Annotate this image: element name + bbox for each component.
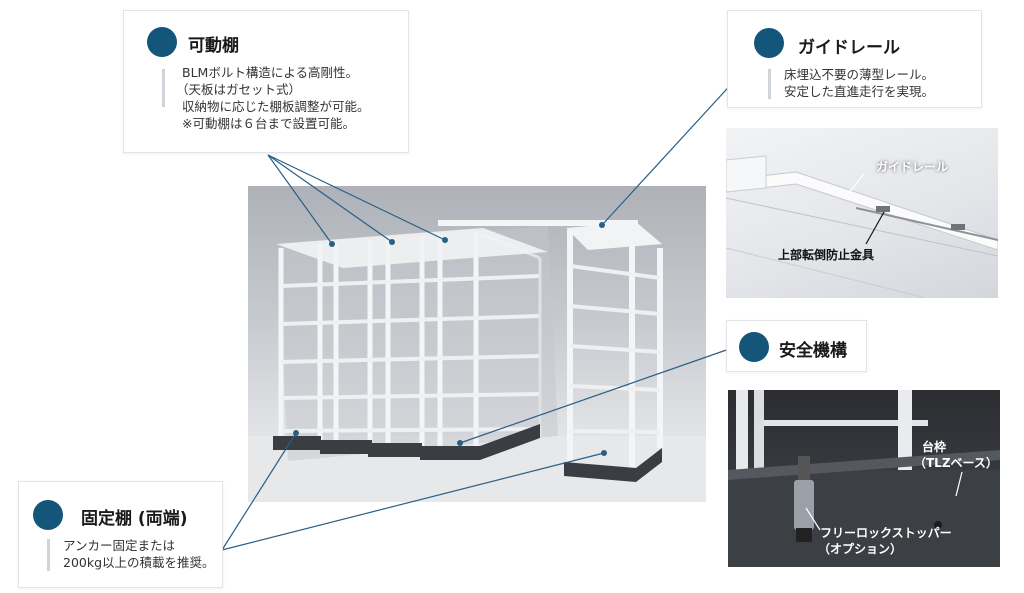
callout-marker: [754, 28, 784, 58]
main-product-photo: [248, 186, 706, 502]
stopper-illustration: [728, 390, 1000, 567]
callout-text-line: ※可動棚は６台まで設置可能。: [182, 116, 355, 131]
callout-text-line: 安定した直進走行を実現。: [784, 84, 935, 99]
stopper-detail-photo: 台枠 （TLZベース） フリーロックストッパー （オプション）: [728, 390, 1000, 567]
callout-title: 固定棚 (両端): [81, 509, 188, 529]
callout-marker: [739, 332, 769, 362]
callout-text-line: （天板はガセット式）: [176, 82, 302, 97]
stopper-label-stopper-1: フリーロックストッパー: [820, 526, 952, 540]
callout-safety: 安全機構: [726, 320, 867, 372]
stopper-label-base-1: 台枠: [922, 440, 947, 454]
rail-illustration: [726, 155, 998, 298]
shelving-illustration: [248, 220, 706, 502]
stopper-label-stopper-2: （オプション）: [818, 542, 903, 556]
callout-marker: [147, 27, 177, 57]
callout-title: ガイドレール: [798, 38, 900, 58]
callout-guide-rail: ガイドレール 床埋込不要の薄型レール。 安定した直進走行を実現。: [727, 10, 982, 108]
callout-text-line: 床埋込不要の薄型レール。: [784, 67, 935, 82]
callout-fixed-shelf: 固定棚 (両端) アンカー固定または 200kg以上の積載を推奨。: [18, 481, 223, 588]
guide-rail-detail-photo: ガイドレール 上部転倒防止金具: [726, 128, 998, 298]
callout-title: 可動棚: [188, 36, 239, 56]
rail-label-guide-rail: ガイドレール: [876, 160, 949, 174]
callout-text-line: アンカー固定または: [63, 538, 176, 553]
callout-text-line: BLMボルト構造による高剛性。: [182, 65, 358, 80]
callout-text-line: 200kg以上の積載を推奨。: [63, 555, 215, 570]
callout-text-line: 収納物に応じた棚板調整が可能。: [182, 99, 370, 114]
stopper-label-base-2: （TLZベース）: [914, 456, 998, 470]
callout-movable-shelf: 可動棚 BLMボルト構造による高剛性。 （天板はガセット式） 収納物に応じた棚板…: [123, 10, 409, 153]
callout-title: 安全機構: [779, 341, 847, 361]
rail-label-anti-tip: 上部転倒防止金具: [778, 248, 875, 262]
callout-marker: [33, 500, 63, 530]
